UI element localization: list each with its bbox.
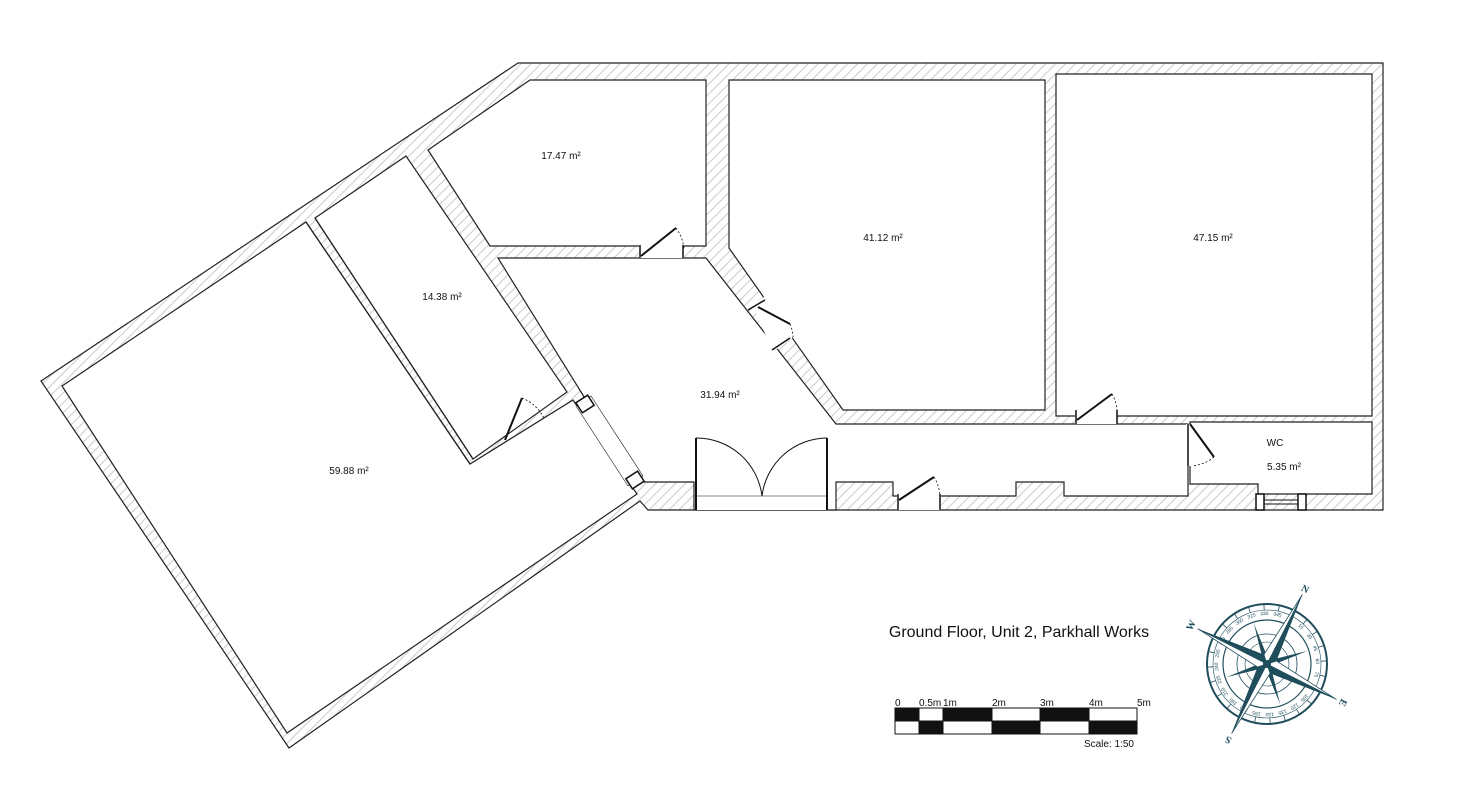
opening-59-hall — [574, 394, 646, 490]
compass-tick — [1312, 630, 1318, 635]
room-label-wc: 5.35 m² — [1267, 462, 1302, 473]
compass-tick — [1226, 703, 1232, 709]
partitions — [305, 217, 474, 465]
compass-bearing-label: 255 — [1214, 649, 1222, 659]
scale-tick-2: 2m — [992, 698, 1006, 709]
compass-bearing-label: 120 — [1289, 701, 1299, 711]
compass-bearing-label: 240 — [1214, 662, 1220, 671]
scale-tick-3: 3m — [1040, 698, 1054, 709]
compass-star-icon: N E S W — [1185, 583, 1349, 746]
compass-s: S — [1223, 733, 1233, 746]
compass-bearing-label: 315 — [1247, 612, 1257, 620]
compass-e: E — [1336, 697, 1349, 708]
scale-tick-0.5: 0.5m — [919, 698, 941, 709]
compass-w: W — [1185, 619, 1199, 633]
room-label-17: 17.47 m² — [541, 151, 581, 162]
scale-tick-0: 0 — [895, 698, 901, 709]
compass-tick — [1248, 606, 1251, 613]
room-41-interior — [728, 79, 1046, 411]
room-label-31: 31.94 m² — [700, 390, 740, 401]
door-14-59 — [504, 397, 545, 441]
room-label-47: 47.15 m² — [1193, 233, 1233, 244]
plan-title: Ground Floor, Unit 2, Parkhall Works — [889, 624, 1149, 641]
compass-tick — [1277, 605, 1280, 612]
compass-bearing-label: 45 — [1311, 645, 1318, 652]
door-wc — [1186, 423, 1215, 467]
compass-bearing-label: 165 — [1252, 709, 1262, 717]
compass-tick — [1283, 715, 1286, 722]
compass-bearing-label: 60 — [1314, 658, 1320, 664]
compass-bearing-label: 150 — [1265, 711, 1274, 717]
rooms-interiors — [61, 73, 1373, 734]
compass-tick — [1319, 674, 1326, 677]
door-external-corridor — [897, 476, 941, 510]
compass-bearing-label: 300 — [1235, 617, 1245, 627]
compass-bearing-label: 225 — [1215, 674, 1223, 684]
door-hall-41 — [747, 292, 794, 352]
compass-tick — [1208, 651, 1215, 654]
room-labels: 59.88 m² 14.38 m² 17.47 m² 31.94 m² 41.1… — [329, 151, 1301, 477]
room-47-interior — [1055, 73, 1373, 417]
room-label-59: 59.88 m² — [329, 466, 369, 477]
door-17-hall — [639, 227, 685, 258]
doors — [504, 227, 1307, 511]
compass-bearing-label: 345 — [1273, 611, 1283, 619]
compass-tick — [1209, 680, 1216, 683]
compass-rose: 1530456075901051201351501651801952102252… — [1185, 583, 1349, 746]
scale-tick-1: 1m — [943, 698, 957, 709]
room-label-41: 41.12 m² — [863, 233, 903, 244]
door-corr-47 — [1075, 393, 1118, 424]
compass-tick — [1302, 619, 1308, 625]
compass-tick — [1222, 623, 1228, 629]
compass-tick — [1296, 709, 1301, 715]
room-label-14: 14.38 m² — [422, 292, 462, 303]
compass-bearing-label: 135 — [1277, 707, 1287, 715]
room-label-wc-name: WC — [1267, 438, 1284, 449]
compass-tick — [1216, 693, 1222, 698]
compass-bearing-label: 195 — [1228, 696, 1238, 706]
compass-tick — [1306, 699, 1312, 705]
compass-tick — [1233, 613, 1238, 619]
scale-caption: Scale: 1:50 — [1084, 739, 1134, 750]
compass-bearing-label: 285 — [1225, 625, 1235, 635]
compass-tick — [1254, 716, 1257, 723]
compass-bearing-label: 15 — [1296, 623, 1304, 631]
double-entrance-doors — [695, 437, 828, 510]
scale-bar: 0 0.5m 1m 2m 3m 4m 5m Scale: 1:50 — [894, 698, 1151, 750]
scale-tick-5: 5m — [1137, 698, 1151, 709]
compass-bearing-label: 330 — [1260, 611, 1269, 617]
compass-n: N — [1299, 583, 1311, 596]
scale-tick-4: 4m — [1089, 698, 1103, 709]
room-wc-interior — [1189, 421, 1373, 495]
room-17-interior — [427, 79, 707, 247]
compass-bearing-label: 210 — [1220, 686, 1230, 696]
compass-bearing-label: 75 — [1312, 671, 1319, 678]
compass-tick — [1318, 645, 1325, 648]
compass-bearing-label: 30 — [1305, 633, 1313, 641]
window-wc — [1255, 493, 1307, 511]
compass-bearing-label: 105 — [1299, 692, 1309, 702]
